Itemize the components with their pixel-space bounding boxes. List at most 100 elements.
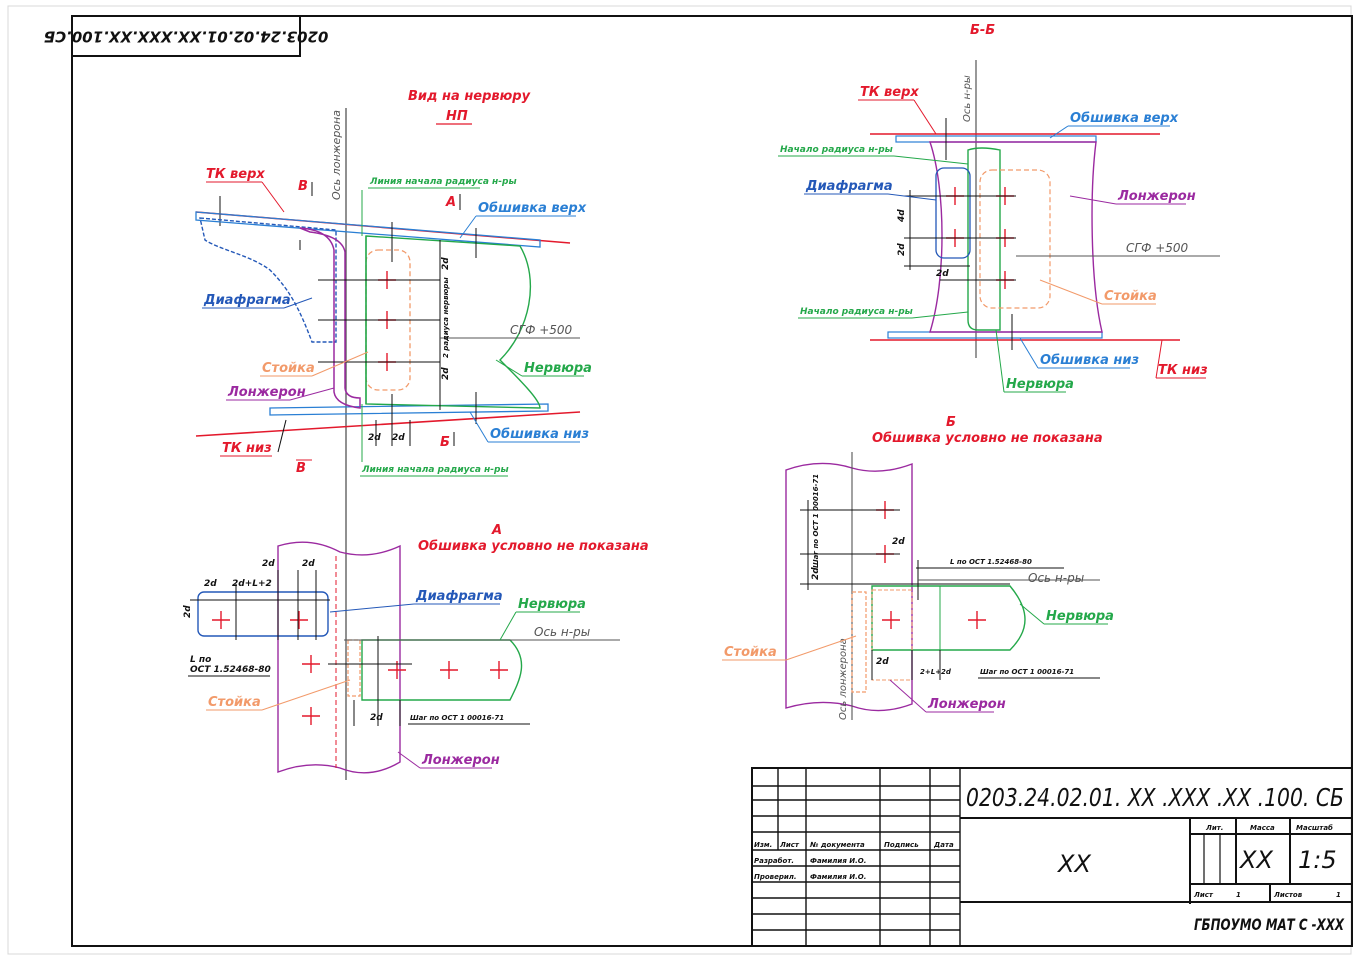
drawing-frame [71, 15, 1353, 947]
tb-dev-name: Фамилия И.О. [810, 857, 866, 865]
view-a-title: Обшивка условно не показана [418, 539, 649, 554]
tb-header-doc: № документа [809, 841, 865, 849]
view-a-post: Стойка [208, 695, 261, 710]
view-a-rib: Нервюра [518, 597, 586, 612]
tb-col-lit: Лит. [1205, 824, 1223, 832]
view-a-spar [277, 541, 401, 774]
tb-header-list: Лист [779, 841, 800, 849]
section-v-bottom: В [296, 461, 306, 476]
tk-bottom-label: ТК низ [222, 441, 272, 456]
view-b-dim-2dl: 2+L+2d [920, 668, 952, 676]
main-view: Ось лонжерона [195, 89, 592, 780]
view-b-axis: Ось н-ры [1028, 571, 1084, 585]
main-dim-2d-c: 2d [441, 257, 451, 270]
skin-bottom [269, 403, 549, 416]
main-dim-2d-a: 2d [368, 433, 381, 443]
spar-part [299, 227, 361, 409]
tb-header-sign: Подпись [884, 841, 919, 849]
tb-header-izm: Изм. [754, 841, 772, 849]
rotated-stamp: 0203.24.02.01.XX.XXX.XX.100.СБ [44, 15, 329, 57]
view-b6-tk-bottom: ТК низ [1158, 363, 1208, 378]
view-a-ost-b: ОСТ 1.52468-80 [190, 665, 271, 675]
view-b6-radius-bottom: Начало радиуса н-ры [800, 307, 913, 317]
view-b6-radius-top: Начало радиуса н-ры [780, 145, 893, 155]
tb-org: ГБПОУМО МАТ С -XXX [1194, 915, 1344, 934]
view-a-dim-2dl: 2d+L+2 [232, 579, 272, 589]
view-a-axis: Ось н-ры [534, 625, 590, 639]
view-a-dim-2d-e: 2d [370, 713, 383, 723]
tb-sheet-label: Лист [1193, 891, 1214, 899]
radius-line-bottom-label: Линия начала радиуса н-ры [361, 465, 509, 475]
view-b6-diaphragm: Диафрагма [805, 179, 893, 194]
view-a-ost-a: L по [190, 655, 211, 665]
view-b6-title: Б-Б [970, 23, 995, 38]
view-a-spar-label: Лонжерон [421, 753, 500, 768]
rotated-stamp-text: 0203.24.02.01.XX.XXX.XX.100.СБ [44, 28, 329, 46]
view-b-pitch-h: Шаг по ОСТ 1 00016-71 [980, 668, 1074, 676]
view-b6-spar [929, 141, 1103, 333]
view-b-spar [785, 462, 913, 712]
main-dim-radius: 2 радиуса нервюры [442, 277, 450, 358]
spar-axis-label: Ось лонжерона [330, 110, 343, 200]
title-block-text: Изм. Лист № документа Подпись Дата Разра… [754, 783, 1344, 934]
rib-part [365, 235, 541, 409]
tk-bottom-line [195, 411, 581, 437]
view-b6-axis-label: Ось н-ры [962, 75, 973, 122]
view-a-dim-2d-c: 2d [262, 559, 275, 569]
view-a-diaphragm: Диафрагма [415, 589, 503, 604]
view-b6-tk-top: ТК верх [860, 85, 919, 100]
tb-col-mass: Масса [1250, 824, 1275, 832]
view-a-dim-2d-a: 2d [183, 605, 193, 618]
view-b-l-ost: L по ОСТ 1.52468-80 [950, 558, 1032, 566]
sgf-label-main: СГФ +500 [510, 323, 573, 337]
view-b-spar-axis: Ось лонжерона [838, 638, 849, 720]
view-b6-dim-2d: 2d [897, 243, 907, 256]
view-b6-skin-top: Обшивка верх [1070, 111, 1179, 126]
rivet-marks [378, 271, 396, 371]
section-v-top: В [298, 179, 308, 194]
view-a-title-letter: А [491, 523, 502, 538]
section-a-marker: А [445, 195, 456, 210]
view-b6-dim-2d-b: 2d [936, 269, 949, 279]
view-b-title: Обшивка условно не показана [872, 431, 1103, 446]
view-a-pitch: Шаг по ОСТ 1 00016-71 [410, 714, 504, 722]
section-b6-marker: Б [440, 435, 450, 450]
view-b-dim-2d-c: 2d [876, 657, 889, 667]
radius-line-top-label: Линия начала радиуса н-ры [369, 177, 517, 187]
view-b-title-letter: Б [946, 415, 956, 430]
view-b6-rib: Нервюра [1006, 377, 1074, 392]
view-b6-skin-bottom: Обшивка низ [1040, 353, 1139, 368]
view-b-dim-2d-b: 2d [892, 537, 905, 547]
view-b-post: Стойка [724, 645, 777, 660]
view-b-rib: Нервюра [1046, 609, 1114, 624]
view-b6-dim-4d: 4d [897, 209, 907, 223]
view-a: А Обшивка условно не показана [183, 523, 649, 774]
view-b6-sgf: СГФ +500 [1126, 241, 1189, 255]
tb-sheets-no: 1 [1336, 891, 1341, 899]
skin-top [195, 211, 541, 248]
main-dim-2d-b: 2d [392, 433, 405, 443]
spar-label: Лонжерон [227, 385, 306, 400]
tb-sheet-no: 1 [1236, 891, 1241, 899]
view-b-spar-label: Лонжерон [927, 697, 1006, 712]
view-b-pitch-v: Шаг по ОСТ 1 00016-71 [812, 474, 820, 568]
main-dim-2d-d: 2d [441, 367, 451, 380]
tb-sheets-label: Листов [1273, 891, 1303, 899]
view-b-dim-2d-a: 2d [811, 567, 821, 580]
view-a-dim-2d-b: 2d [204, 579, 217, 589]
view-b6: Б-Б Ось н-ры [778, 23, 1220, 393]
tb-header-date: Дата [933, 841, 954, 849]
title-block [751, 767, 1353, 947]
view-b: Б Обшивка условно не показана Ось лонжер… [722, 415, 1114, 720]
tb-name: XX [1056, 850, 1091, 878]
skin-top-label: Обшивка верх [478, 201, 587, 216]
view-a-dim-2d-d: 2d [302, 559, 315, 569]
tb-designation: 0203.24.02.01. XX .XXX .XX .100. СБ [966, 783, 1344, 812]
tb-chk-name: Фамилия И.О. [810, 873, 866, 881]
tb-role-chk: Проверил. [754, 873, 797, 881]
post-label: Стойка [262, 361, 315, 376]
view-b6-post: Стойка [1104, 289, 1157, 304]
tb-mass: XX [1238, 846, 1273, 874]
tk-top-label: ТК верх [206, 167, 265, 182]
